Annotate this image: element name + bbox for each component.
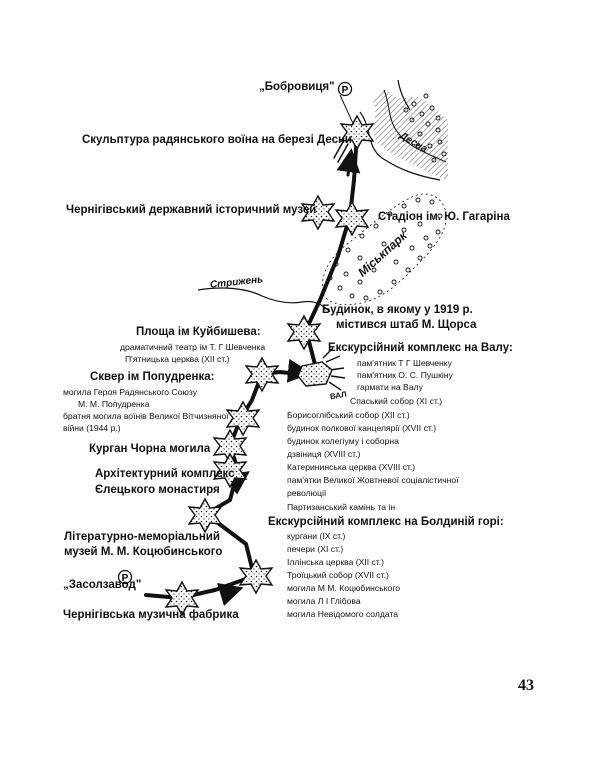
stop-marker <box>187 497 223 534</box>
val-item-3: гармати на Валу <box>357 382 423 392</box>
boldina-item-6: могила Л І Глібова <box>287 596 361 606</box>
kuibyshev-item-1: драматичний театр ім Т. Г Шевченка <box>120 342 266 352</box>
page-number: 43 <box>518 677 534 694</box>
popudrenko-item-1: могила Героя Радянського Союзу <box>63 387 197 397</box>
label-yelets-1: Архітектурний комплекс <box>95 468 235 480</box>
label-shchors-house-2: містився штаб М. Щорса <box>336 319 477 331</box>
stop-marker <box>212 452 248 489</box>
parking-icon-zasozavod: Р <box>117 569 133 585</box>
label-music-factory: Чернігівська музична фабрика <box>63 609 239 621</box>
boldina-item-3: Іллінська церква (XII ст.) <box>287 557 385 567</box>
val-item-8: дзвіниця (XVIII ст.) <box>287 449 361 459</box>
popudrenko-item-4: війни (1944 р.) <box>63 423 121 433</box>
stop-marker <box>244 356 280 393</box>
kuibyshev-item-2: П'ятницька церква (XII ст.) <box>125 354 230 364</box>
stop-marker <box>300 194 336 231</box>
route-stops <box>164 114 375 617</box>
stop-marker <box>225 400 261 437</box>
stop-marker <box>286 314 322 351</box>
label-kotsiubynsky-1: Літературно-меморіальний <box>64 531 220 543</box>
desna-river <box>359 79 448 181</box>
boldina-item-5: могила М М. Коцюбинського <box>287 583 401 593</box>
svg-text:Р: Р <box>122 573 129 584</box>
stryzhen-river <box>197 287 331 313</box>
val-item-4: Спаський собор (XI ст.) <box>350 396 443 406</box>
boldina-item-7: могила Невідомого солдата <box>287 609 399 619</box>
val-item-11: революції <box>287 488 327 498</box>
parking-icon-bobrovytsia: Р <box>337 81 353 97</box>
city-park <box>322 193 447 306</box>
label-boldina-complex: Екскурсійний комплекс на Болдиній горі: <box>268 516 504 528</box>
stop-marker <box>164 580 200 617</box>
label-popudrenko-square: Сквер ім Попудренка: <box>90 371 215 383</box>
label-yelets-2: Єлецького монастиря <box>95 484 220 496</box>
val-item-12: Партизанський камінь та ін <box>287 502 396 512</box>
label-shchors-house-1: Будинок, в якому у 1919 р. <box>322 304 473 316</box>
popudrenko-item-2: М. М. Попудренка <box>78 399 150 409</box>
label-kuibyshev-square: Площа ім Куйбишева: <box>136 326 261 338</box>
val-item-6: будинок полкової канцелярії (XVII ст.) <box>287 423 437 433</box>
val-item-9: Катерининська церква (XVIII ст.) <box>287 462 416 472</box>
label-history-museum: Чернігівський державний історичний музей <box>66 204 317 216</box>
stop-zasozavod: „Засолзавод" <box>63 579 142 591</box>
val-cannons <box>322 347 346 391</box>
stop-marker <box>238 558 274 595</box>
val-item-1: пам'ятник Т Г Шевченку <box>357 358 452 368</box>
svg-text:Р: Р <box>342 85 349 96</box>
val-item-5: Борисоглібський собор (XII ст.) <box>287 410 410 420</box>
popudrenko-item-3: братня могила воїнів Великої Вітчизняної <box>63 411 229 421</box>
label-kotsiubynsky-2: музей М. М. Коцюбинського <box>64 546 223 558</box>
val-fortress <box>297 361 333 387</box>
val-item-7: будинок колегіуму і соборна <box>287 436 399 446</box>
boldina-item-2: печери (XI ст.) <box>287 544 344 554</box>
stop-marker <box>339 114 375 151</box>
boldina-item-4: Троїцький собор (XVII ст.) <box>287 570 389 580</box>
label-stadium: Стадіон ім. Ю. Гагаріна <box>378 211 510 223</box>
stop-marker <box>334 200 370 237</box>
label-chorna-mohyla: Курган Чорна могила <box>89 443 211 455</box>
label-sculpture: Скульптура радянського воїна на березі Д… <box>82 134 352 146</box>
stop-bobrovytsia: „Бобровиця" <box>259 81 335 93</box>
label-val-complex: Екскурсійний комплекс на Валу: <box>328 342 513 354</box>
boldina-item-1: кургани (IX ст.) <box>287 531 346 541</box>
val-item-10: пам'ятки Великої Жовтневої соціалістично… <box>287 475 459 485</box>
val-item-2: пам'ятник О. С. Пушкіну <box>357 370 453 380</box>
